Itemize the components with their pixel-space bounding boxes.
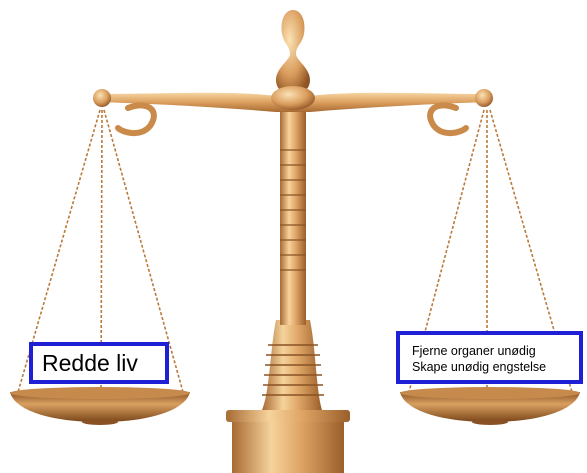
- right-pan: [400, 387, 580, 425]
- left-pan-label-text: Redde liv: [42, 350, 138, 376]
- scale-base: [226, 320, 350, 473]
- left-pan: [10, 387, 190, 425]
- right-pan-label-line-2: Skape unødig engstelse: [412, 359, 579, 375]
- scale-finial: [271, 10, 315, 110]
- scale-pillar: [280, 110, 306, 325]
- right-pan-label: Fjerne organer unødig Skape unødig engst…: [396, 331, 583, 384]
- left-pan-label: Redde liv: [29, 342, 169, 384]
- right-pan-label-line-1: Fjerne organer unødig: [412, 343, 579, 359]
